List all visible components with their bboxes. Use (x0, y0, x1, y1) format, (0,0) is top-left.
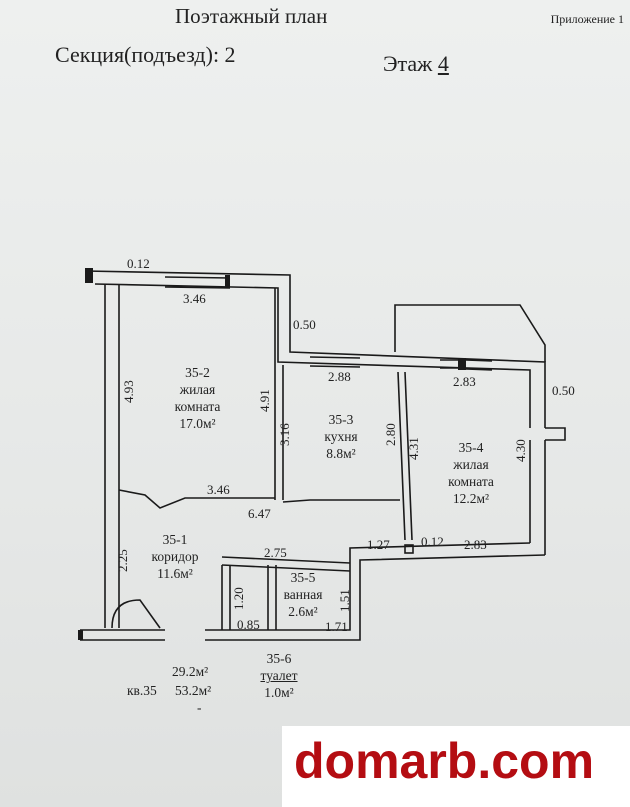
window-room4a (440, 359, 458, 369)
wall-top-left (84, 270, 546, 428)
dim-012-top: 0.12 (127, 256, 150, 271)
dim-050-a: 0.50 (293, 317, 316, 332)
room-name: жилая (179, 381, 216, 397)
dim-171: 1.71 (325, 619, 348, 634)
window-room4b (465, 359, 493, 371)
room-name-2: комната (448, 473, 494, 489)
window-top (164, 276, 231, 289)
room-name: туалет (260, 667, 298, 683)
window-kitchen (309, 356, 361, 368)
room-id: 35-4 (458, 440, 484, 455)
floor-label-text: Этаж (383, 51, 433, 76)
door-entry (111, 599, 161, 629)
dim-346-mid: 3.46 (207, 482, 230, 497)
dim-280: 2.80 (383, 423, 398, 446)
room-id: 35-6 (266, 651, 292, 666)
balcony (394, 304, 546, 362)
dim-127: 1.27 (367, 537, 390, 552)
watermark-background (282, 726, 630, 807)
dim-050-b: 0.50 (552, 383, 575, 398)
living-area: 29.2м² (172, 664, 209, 679)
total-area: 53.2м² (175, 683, 212, 698)
dim-085: 0.85 (237, 617, 260, 632)
stub-right (545, 427, 566, 441)
partition-6 (221, 565, 231, 630)
partition-3 (118, 489, 275, 509)
column-mark (404, 544, 414, 554)
dim-430: 4.30 (513, 439, 528, 462)
dim-288: 2.88 (328, 369, 351, 384)
room-35-1: 35-1 коридор 11.6м² (135, 532, 215, 583)
dim-316: 3.16 (277, 423, 292, 446)
dim-346-top: 3.46 (183, 291, 206, 306)
dim-283-top: 2.83 (453, 374, 476, 389)
plan-title: Поэтажный план (175, 4, 328, 28)
dim-225: 2.25 (115, 549, 130, 572)
dim-647: 6.47 (248, 506, 271, 521)
appendix-label: Приложение 1 (550, 12, 624, 26)
dim-120: 1.20 (231, 587, 246, 610)
room-id: 35-3 (328, 412, 354, 427)
section-label: Секция(подъезд): 2 (55, 42, 236, 67)
room-name: коридор (151, 548, 199, 564)
dash-mark: - (197, 700, 202, 715)
dim-431: 4.31 (406, 437, 421, 460)
dim-012-mid: 0.12 (421, 534, 444, 549)
floor-value: 4 (437, 51, 449, 76)
dim-283-mid: 2.83 (464, 537, 487, 552)
room-name-2: комната (174, 398, 221, 414)
room-35-2: 35-2 жилая комната 17.0м² (160, 365, 235, 433)
dim-151: 1.51 (337, 589, 352, 612)
dim-275: 2.75 (264, 545, 287, 560)
room-id: 35-2 (185, 365, 210, 380)
watermark-logo: domarb.com (294, 733, 595, 789)
room-35-4: 35-4 жилая комната 12.2м² (432, 440, 510, 508)
partition-2 (397, 371, 413, 541)
room-id: 35-5 (290, 570, 316, 585)
wall-bottom-right-inner (205, 542, 531, 631)
wall-top-left-inner (94, 283, 531, 428)
dim-491: 4.91 (257, 389, 272, 412)
partition-4 (282, 499, 400, 503)
room-area: 11.6м² (157, 565, 193, 581)
room-area: 17.0м² (179, 415, 216, 431)
room-35-3: 35-3 кухня 8.8м² (305, 412, 377, 463)
room-area: 1.0м² (264, 684, 294, 700)
room-area: 2.6м² (288, 603, 318, 619)
partition-1 (274, 288, 284, 500)
room-35-6: 35-6 туалет 1.0м² (248, 651, 310, 702)
room-name: кухня (324, 428, 358, 444)
wall-bottom-right (205, 554, 546, 641)
room-area: 12.2м² (452, 490, 490, 506)
room-name: жилая (453, 456, 489, 472)
room-area: 8.8м² (326, 445, 356, 461)
room-35-5: 35-5 ванная 2.6м² (272, 570, 334, 621)
room-name: ванная (283, 586, 323, 602)
partition-5 (221, 556, 351, 572)
room-id: 35-1 (162, 532, 188, 547)
dim-493: 4.93 (121, 380, 136, 403)
apartment-number: кв.35 (127, 683, 157, 698)
partition-7 (267, 565, 277, 630)
floor-label: Этаж 4 (383, 53, 449, 75)
